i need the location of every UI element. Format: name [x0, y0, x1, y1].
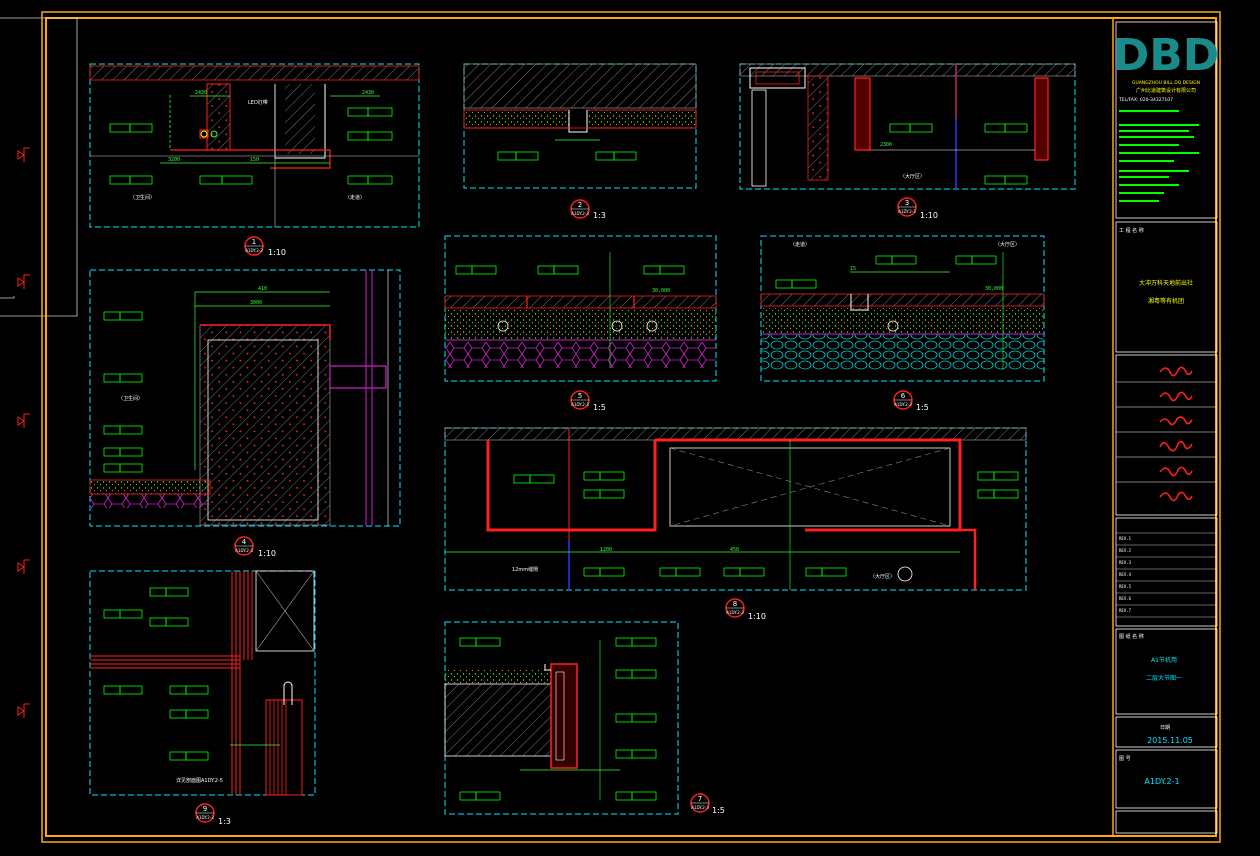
svg-text:〈卫生间〉: 〈卫生间〉 [118, 395, 143, 402]
room-label-2: 〈走道〉 [345, 194, 365, 201]
svg-text:A1DY.2-3: A1DY.2-3 [894, 402, 912, 407]
company-name-en: GUANGZHOU BILL DO DESIGN [1132, 80, 1200, 86]
svg-text:A1DY.2-3: A1DY.2-3 [571, 402, 589, 407]
svg-text:A1DY.2-3: A1DY.2-3 [571, 211, 589, 216]
detail-7[interactable] [444, 621, 679, 815]
svg-text:1:10: 1:10 [258, 549, 276, 558]
svg-text:A1DY.2-3: A1DY.2-3 [898, 209, 916, 214]
viewport-corner-lines [0, 17, 78, 317]
svg-text:REV.5: REV.5 [1119, 584, 1132, 589]
sheet-outer-border [41, 11, 1221, 843]
drawing-name-2: 二层大节图一 [1146, 674, 1182, 682]
detail-9[interactable]: 详见剖面图A1DY.2-5 [89, 570, 316, 796]
svg-text:1:10: 1:10 [920, 211, 938, 220]
project-name-1: 大冲万科天地前出社 [1139, 279, 1193, 287]
project-label: 工 程 名 称 [1119, 227, 1144, 234]
svg-text:REV.3: REV.3 [1119, 560, 1132, 565]
svg-text:4: 4 [242, 538, 247, 546]
drawing-label: 图 纸 名 称 [1119, 633, 1144, 640]
led-label: LED灯带 [248, 99, 268, 106]
callout-2[interactable]: 2 A1DY.2-3 1:3 [570, 199, 606, 220]
svg-text:9: 9 [203, 805, 207, 813]
detail-5[interactable]: 30,000 [444, 235, 717, 382]
dim-d4-1: 3000 [250, 300, 262, 306]
svg-text:A1DY.2-3: A1DY.2-3 [726, 610, 744, 615]
dim-d1-2: 150 [250, 157, 259, 163]
svg-text:2430: 2430 [362, 90, 374, 96]
sheet-label: 图 号 [1119, 756, 1131, 762]
dim-d8-1: 450 [730, 547, 739, 553]
dim-d6-0: 15 [850, 266, 856, 272]
detail8-note: 12mm缝隙 [512, 566, 538, 573]
section-markers-left [17, 147, 30, 718]
detail-3[interactable]: 2300 〈大厅区〉 [739, 63, 1076, 190]
svg-text:REV.1: REV.1 [1119, 536, 1132, 541]
detail-6[interactable]: 15 30,000 〈走道〉 〈大厅区〉 [760, 235, 1045, 382]
svg-text:REV.2: REV.2 [1119, 548, 1132, 553]
callout-1-num: 1 [252, 238, 256, 246]
svg-text:〈大厅区〉: 〈大厅区〉 [995, 241, 1020, 248]
svg-text:5: 5 [578, 392, 582, 400]
dim-d3-0: 2300 [880, 142, 892, 148]
detail-8[interactable]: 1200 450 12mm缝隙 〈大厅区〉 [444, 427, 1027, 591]
drawing-name-1: A1节机用 [1151, 656, 1177, 664]
callout-4[interactable]: 4 A1DY.2-3 1:10 [234, 536, 276, 558]
callout-6[interactable]: 6 A1DY.2-3 1:5 [893, 390, 929, 412]
company-tel: TEL/FAX: 020-34327107 [1118, 97, 1173, 103]
svg-text:A1DY.2-3: A1DY.2-3 [245, 248, 263, 253]
signatures [1159, 366, 1193, 502]
svg-text:1:10: 1:10 [748, 612, 766, 621]
svg-text:1:5: 1:5 [712, 806, 725, 815]
sheet-number: A1DY.2-1 [1144, 777, 1179, 786]
svg-text:3: 3 [905, 199, 909, 207]
callout-1[interactable]: 1 A1DY.2-3 1:10 [244, 236, 286, 257]
detail-1[interactable]: 2430 2430 3200 150 LED灯带 〈卫生间〉 〈走道〉 [89, 63, 420, 228]
callout-8[interactable]: 8 A1DY.2-3 1:10 [725, 598, 766, 621]
svg-text:REV.4: REV.4 [1119, 572, 1132, 577]
dim-d6-1: 30,000 [985, 286, 1003, 292]
company-logo: DBD [1113, 30, 1220, 81]
svg-text:REV.6: REV.6 [1119, 596, 1132, 601]
room-label-1: 〈卫生间〉 [130, 194, 155, 201]
svg-text:8: 8 [733, 600, 737, 608]
svg-text:A1DY.2-3: A1DY.2-3 [235, 548, 253, 553]
svg-text:〈大厅区〉: 〈大厅区〉 [900, 173, 925, 180]
title-block: DBD GUANGZHOU BILL DO DESIGN 广州比道建筑设计有限公… [1112, 17, 1220, 837]
svg-text:1:5: 1:5 [593, 403, 606, 412]
callout-9[interactable]: 9 A1DY.2-3 1:3 [195, 803, 231, 826]
detail9-note: 详见剖面图A1DY.2-5 [176, 777, 223, 784]
callout-5[interactable]: 5 A1DY.2-3 1:5 [570, 390, 606, 412]
svg-text:7: 7 [698, 795, 702, 803]
viewport-corner-lines-2 [0, 296, 15, 299]
svg-text:1:3: 1:3 [593, 211, 606, 220]
dim-d4-0: 410 [258, 286, 267, 292]
dim-d1-1: 3200 [168, 157, 180, 163]
svg-text:2: 2 [578, 201, 582, 209]
company-name-cn: 广州比道建筑设计有限公司 [1136, 87, 1196, 94]
svg-text:REV.7: REV.7 [1119, 608, 1132, 613]
detail-2[interactable] [463, 63, 697, 189]
svg-text:〈走道〉: 〈走道〉 [790, 241, 810, 248]
svg-text:A1DY.2-3: A1DY.2-3 [691, 805, 709, 810]
project-name-2: 湘粤等有机团 [1148, 297, 1184, 305]
callout-7[interactable]: 7 A1DY.2-3 1:5 [690, 793, 725, 815]
svg-text:6: 6 [901, 392, 906, 400]
date-label: 日期 [1160, 725, 1170, 731]
detail-4[interactable]: 410 3000 〈卫生间〉 [89, 269, 401, 527]
svg-text:1:5: 1:5 [916, 403, 929, 412]
svg-text:A1DY.2-3: A1DY.2-3 [196, 815, 214, 820]
dim-d1-0: 2430 [195, 90, 207, 96]
date-value: 2015.11.05 [1147, 736, 1193, 745]
svg-text:1:3: 1:3 [218, 817, 231, 826]
detail8-tag: 〈大厅区〉 [870, 573, 895, 580]
dim-d8-0: 1200 [600, 547, 612, 553]
callout-1-scale: 1:10 [268, 248, 286, 257]
callout-3[interactable]: 3 A1DY.2-3 1:10 [897, 197, 938, 220]
dim-d5-0: 30,000 [652, 288, 670, 294]
